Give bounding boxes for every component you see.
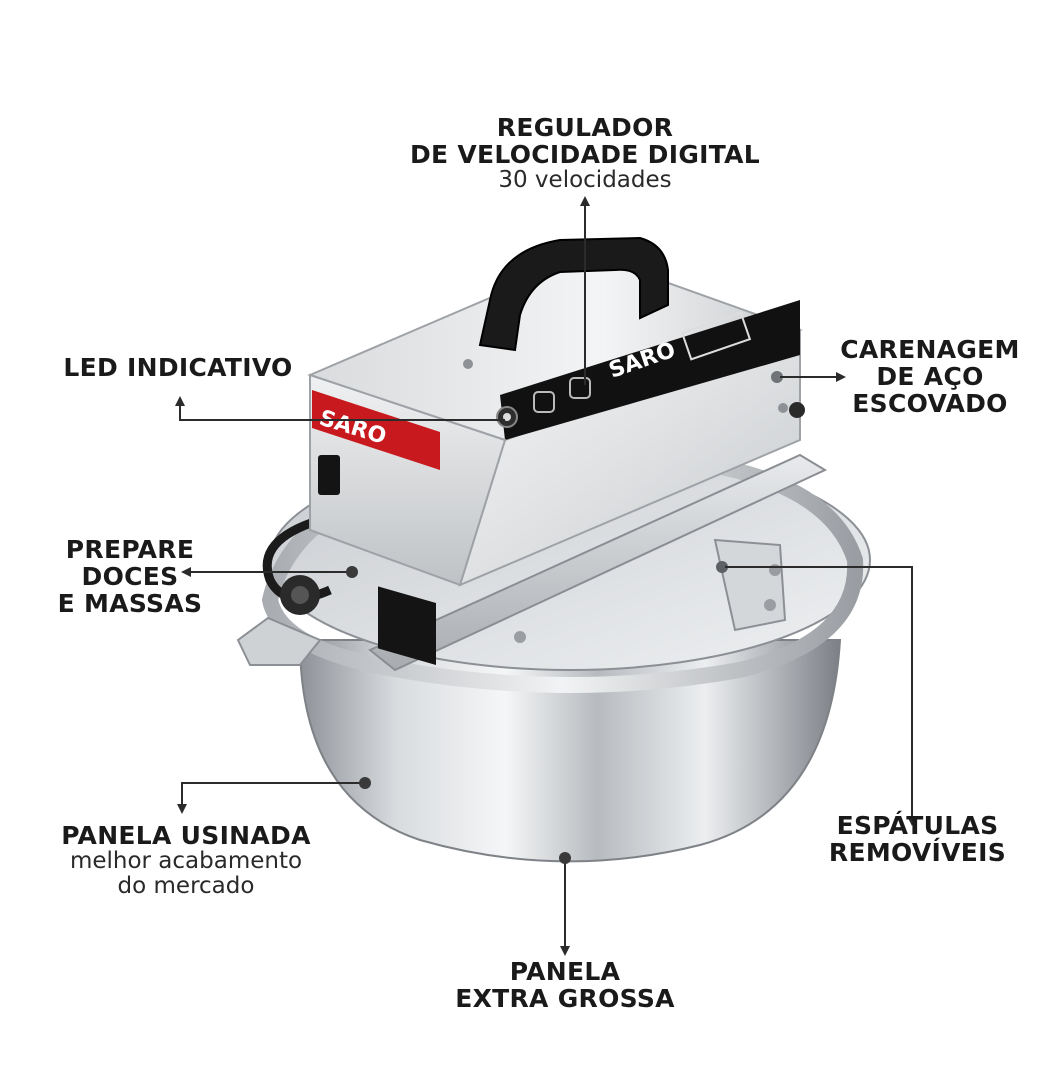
espatulas-line1: ESPÁTULAS — [836, 811, 999, 840]
panela-usinada-sub2: do mercado — [117, 872, 255, 899]
callout-arrowheads — [175, 196, 917, 956]
callout-panela-grossa: PANELA EXTRA GROSSA — [420, 958, 710, 1012]
speed-button-2 — [569, 377, 591, 399]
prepare-line2: DOCES — [81, 562, 179, 591]
panela-grossa-line2: EXTRA GROSSA — [455, 984, 675, 1013]
callout-dots — [346, 566, 571, 864]
regulador-line1: REGULADOR — [496, 113, 674, 142]
callout-panela-usinada: PANELA USINADA melhor acabamento do merc… — [36, 822, 336, 899]
control-strip — [500, 300, 800, 440]
callout-carenagem: CARENAGEM DE AÇO ESCOVADO — [820, 336, 1040, 417]
carenagem-line1: CARENAGEM — [840, 335, 1020, 364]
callout-prepare: PREPARE DOCES E MASSAS — [40, 536, 220, 617]
espatulas-line2: REMOVÍVEIS — [828, 838, 1007, 867]
speed-button-1 — [533, 391, 555, 413]
regulador-line2: DE VELOCIDADE DIGITAL — [409, 140, 761, 169]
support-bar — [368, 453, 828, 672]
callout-led: LED INDICATIVO — [48, 354, 308, 381]
brand-band — [312, 390, 440, 470]
prepare-line3: E MASSAS — [57, 589, 203, 618]
carenagem-line2: DE AÇO — [876, 362, 984, 391]
regulador-sub: 30 velocidades — [498, 167, 672, 193]
panela-usinada-sub1: melhor acabamento — [69, 848, 303, 874]
panela-usinada-line1: PANELA USINADA — [61, 821, 311, 850]
side-panel-display — [378, 586, 436, 666]
carenagem-line3: ESCOVADO — [852, 389, 1008, 418]
led-line1: LED INDICATIVO — [63, 353, 293, 382]
callout-espatulas: ESPÁTULAS REMOVÍVEIS — [815, 812, 1020, 866]
pot-handle-tab — [236, 616, 322, 666]
callout-lines — [179, 200, 913, 950]
callout-regulador: REGULADOR DE VELOCIDADE DIGITAL 30 veloc… — [380, 114, 790, 193]
power-switch — [318, 455, 340, 495]
panela-grossa-line1: PANELA — [509, 957, 621, 986]
prepare-line1: PREPARE — [65, 535, 195, 564]
carry-handle — [478, 236, 669, 352]
info-plate — [680, 311, 752, 361]
